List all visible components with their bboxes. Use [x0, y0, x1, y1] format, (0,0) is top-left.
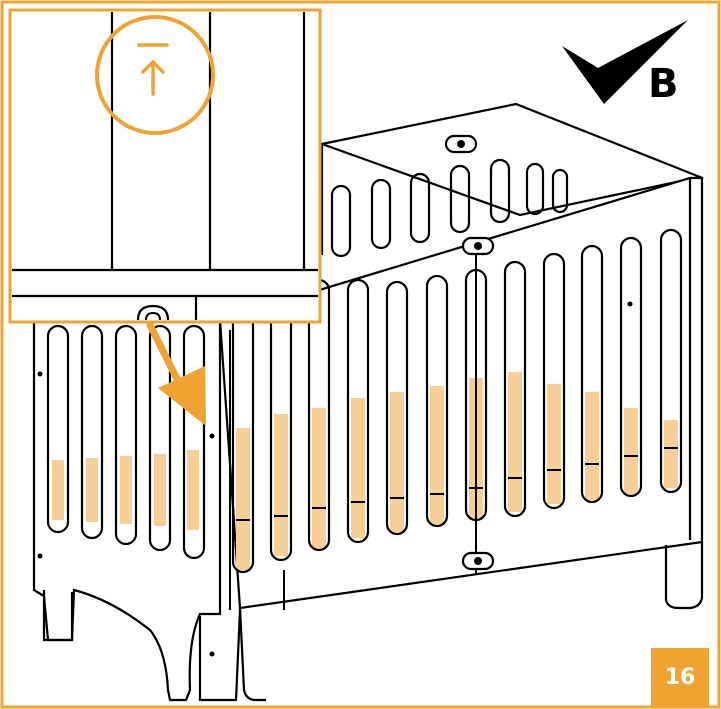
end-screw-top	[37, 371, 43, 377]
side-bolt-top	[461, 236, 495, 256]
mattress-visible-front	[236, 372, 678, 570]
back-bolt	[444, 134, 478, 154]
step-number-badge: 16	[651, 648, 709, 706]
detail-inset	[8, 8, 322, 324]
end-mattress	[52, 450, 199, 530]
end-screw-bottom	[37, 553, 43, 559]
variant-label: B	[648, 61, 679, 107]
side-bolt-bottom	[461, 551, 495, 571]
arrow-up-icon	[137, 43, 169, 96]
front-screw-bottom	[209, 651, 215, 657]
checkmark-icon	[562, 20, 688, 104]
front-screw-top	[209, 433, 215, 439]
zoom-circle	[95, 15, 215, 135]
mattress-edges	[236, 447, 678, 521]
panel-joints	[229, 250, 477, 610]
end-slots	[46, 324, 206, 560]
screw-hole	[627, 301, 633, 307]
arrow-down-right-icon	[146, 321, 206, 426]
end-legs	[42, 590, 242, 702]
